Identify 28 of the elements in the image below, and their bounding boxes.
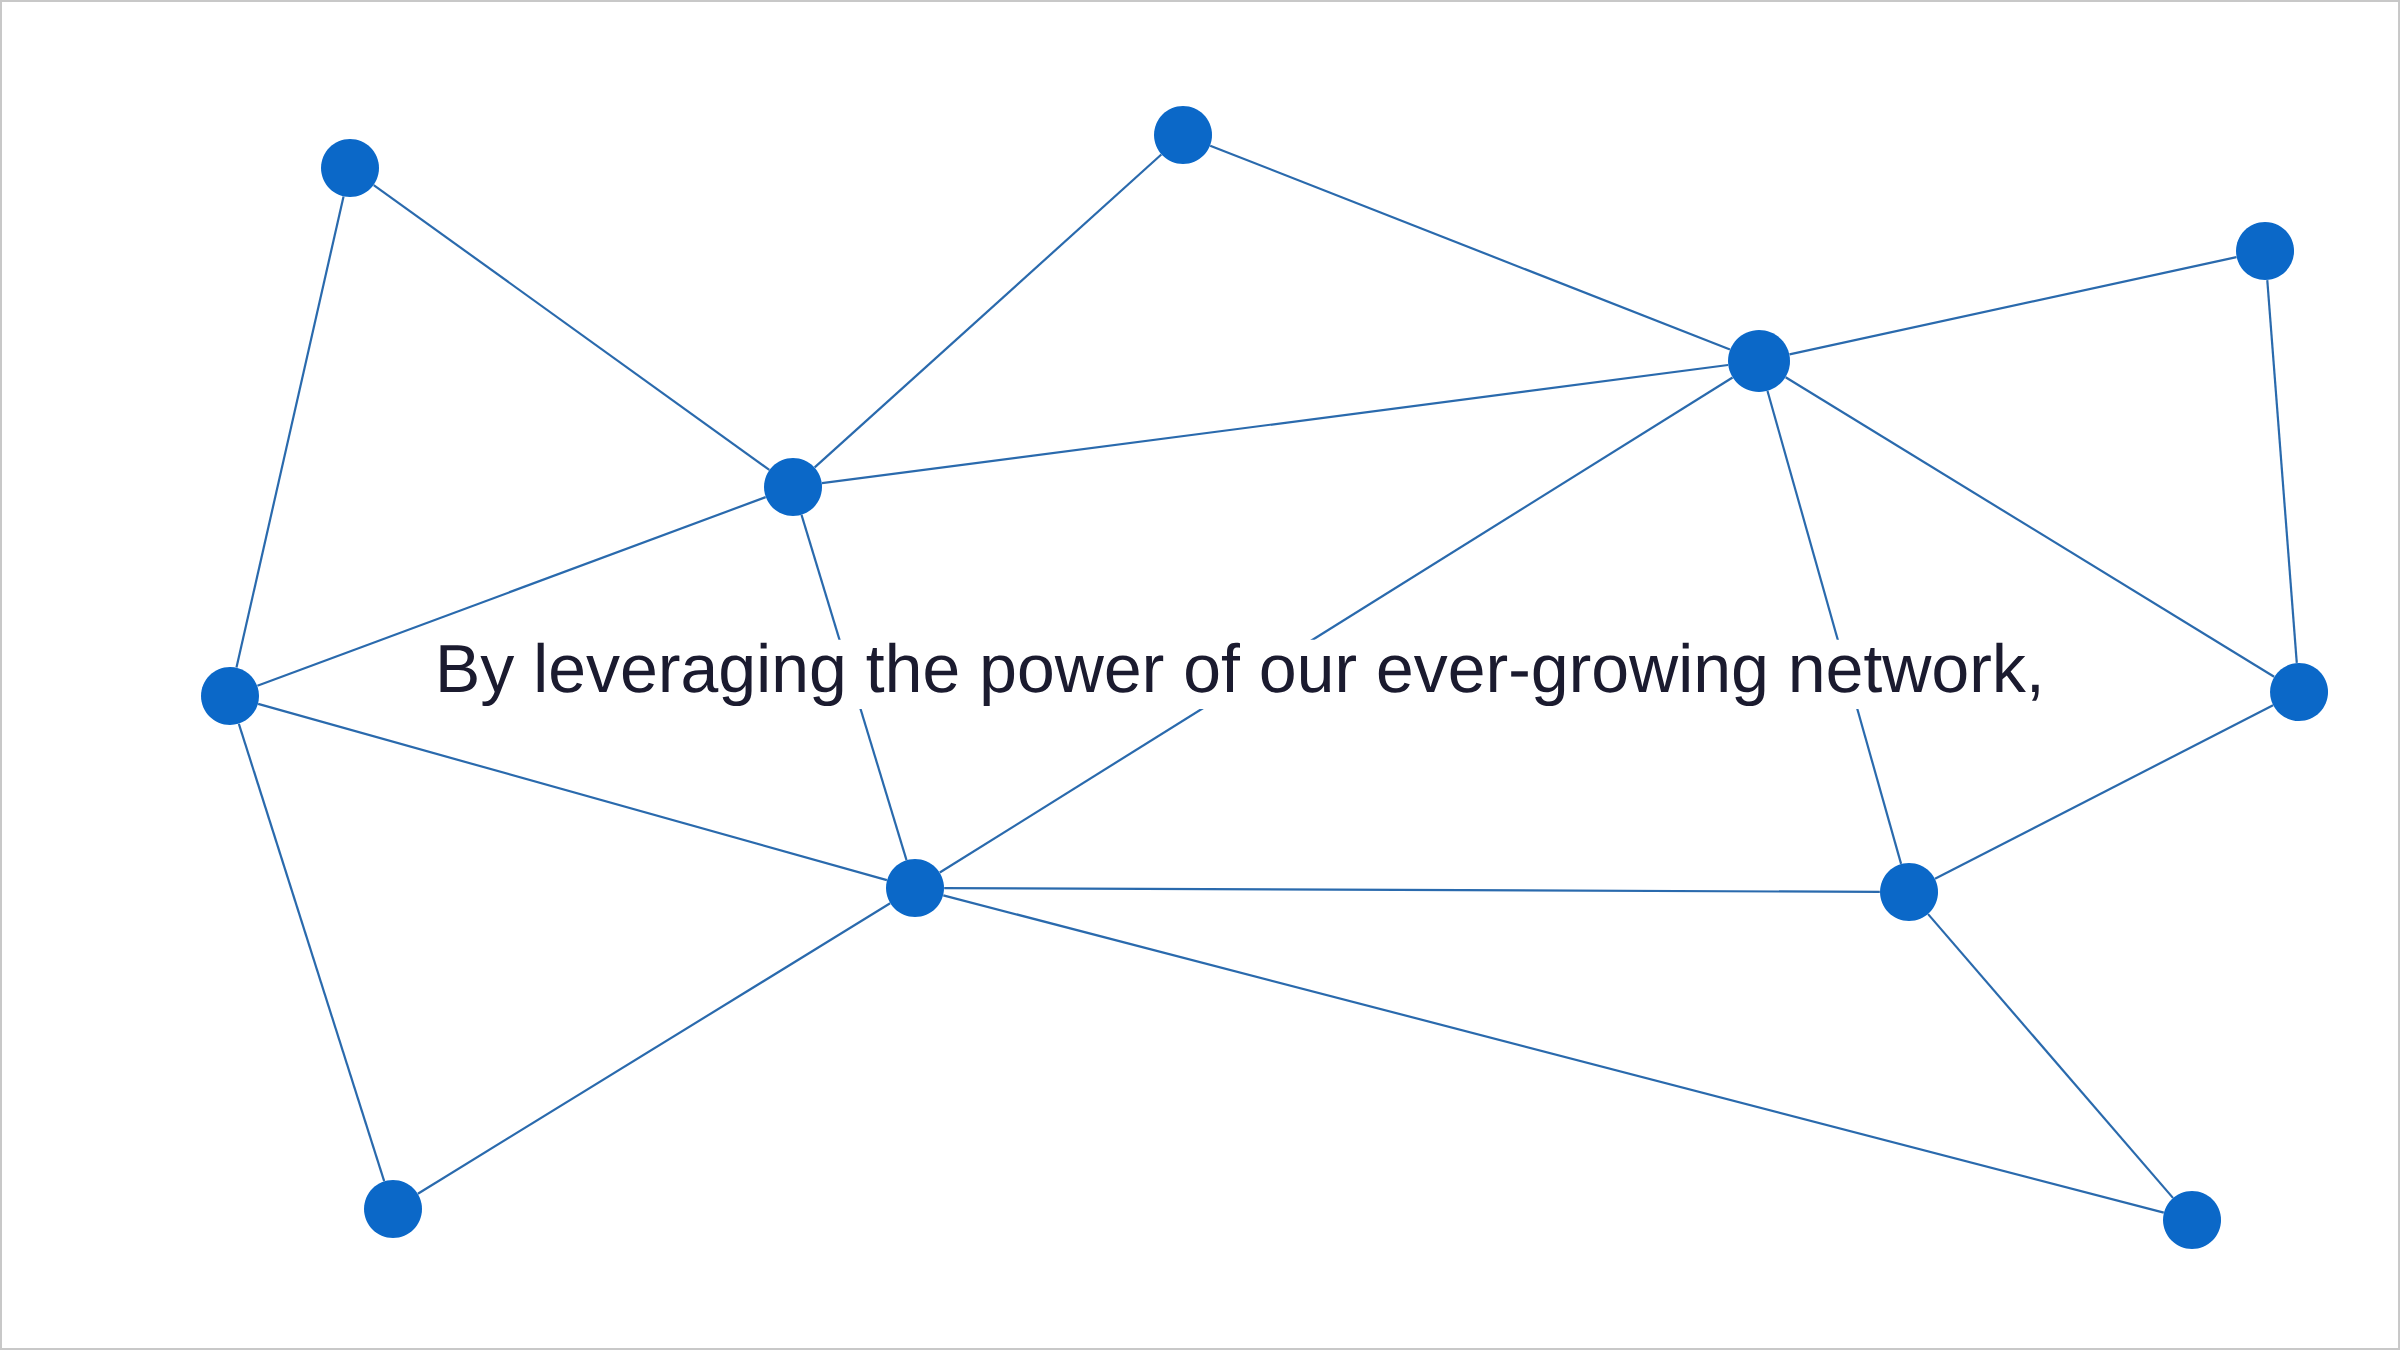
connector-line [813,153,1163,469]
network-node [321,139,379,197]
connector-line [1927,913,2174,1199]
connector-line [943,894,2165,1214]
network-node [886,859,944,917]
network-node [2163,1191,2222,1249]
connector-line [257,702,888,882]
connector-line [1789,256,2237,356]
connector-line [1209,144,1731,351]
network-node [2236,222,2295,280]
connector-line [373,184,770,471]
connector-line [944,887,1880,893]
connector-line [237,723,386,1182]
network-node [1728,330,1790,392]
connector-line [1934,704,2274,880]
connector-line [235,196,345,668]
connector-line [821,363,1729,485]
network-node [1154,106,1212,164]
network-node [2270,663,2329,721]
connector-line [2266,280,2298,663]
network-node [201,667,259,725]
network-node [364,1180,422,1238]
network-node [1880,863,1939,921]
connector-line [257,496,767,687]
headline-text: By leveraging the power of our ever-growing network, [431,639,2049,710]
network-node [764,458,822,516]
connector-line [417,902,891,1195]
connector-line [1785,376,2275,678]
